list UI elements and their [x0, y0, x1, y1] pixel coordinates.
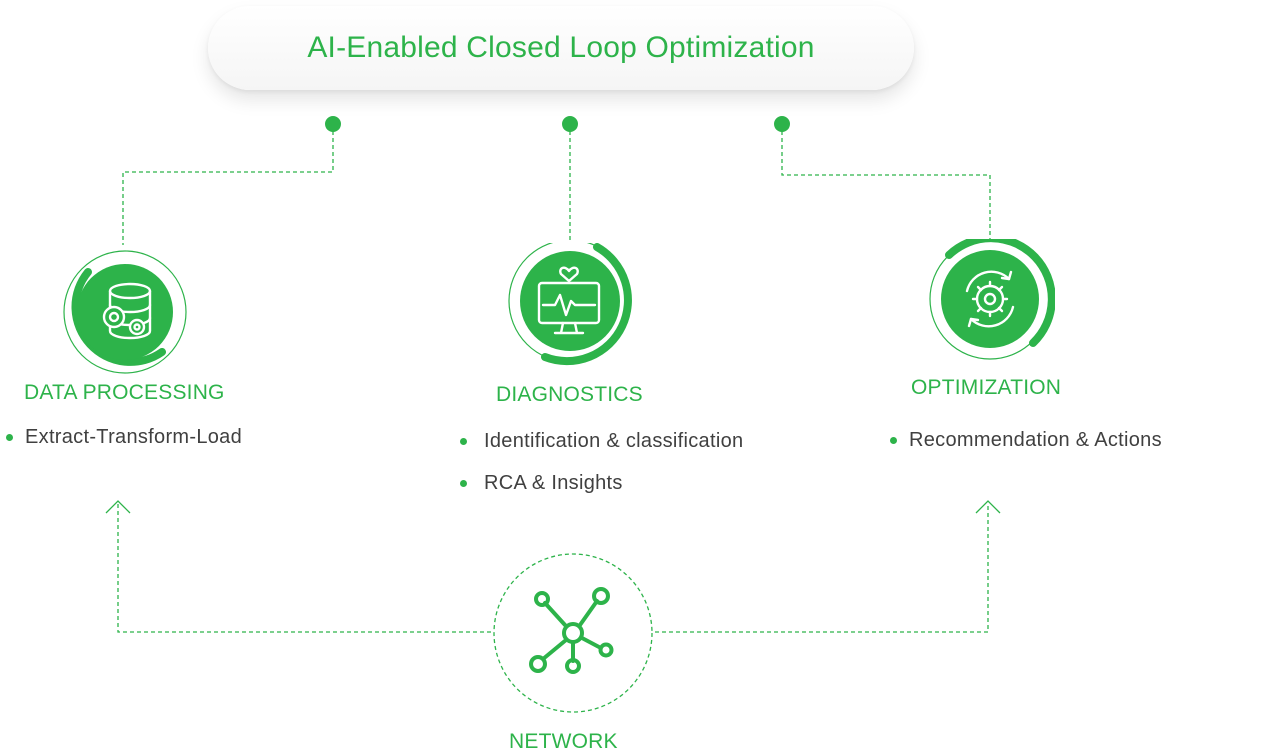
diagnostics-badge	[505, 243, 635, 373]
bullet-dot	[890, 437, 897, 444]
arrowhead-optimization	[975, 500, 1001, 514]
connector-node-left	[325, 116, 341, 132]
list-item: Identification & classification	[460, 430, 743, 453]
stage-heading-optimization: OPTIMIZATION	[911, 376, 1062, 399]
monitor-heartbeat-icon	[537, 266, 601, 335]
bullet-dot	[6, 434, 13, 441]
network-nodes-icon	[529, 587, 614, 674]
data-processing-badge	[60, 247, 190, 377]
bullet-text: Recommendation & Actions	[909, 429, 1162, 451]
diagram-title: AI-Enabled Closed Loop Optimization	[307, 31, 815, 64]
connector-node-right	[774, 116, 790, 132]
connector-network-to-optimization	[655, 503, 989, 633]
gear-cycle-icon	[965, 270, 1015, 328]
title-banner: AI-Enabled Closed Loop Optimization	[208, 6, 914, 90]
list-item: Recommendation & Actions	[890, 429, 1162, 452]
connector-title-to-optimization	[781, 124, 991, 243]
bullet-text: Extract-Transform-Load	[25, 426, 243, 448]
connector-network-to-data-processing	[117, 503, 491, 633]
bullet-text: RCA & Insights	[484, 472, 623, 494]
list-item: RCA & Insights	[460, 472, 623, 495]
bullet-dot	[460, 480, 467, 487]
connector-node-center	[562, 116, 578, 132]
bullet-text: Identification & classification	[484, 430, 744, 452]
optimization-badge	[925, 239, 1055, 369]
bullet-dot	[460, 438, 467, 445]
list-item: Extract-Transform-Load	[6, 426, 242, 449]
connector-title-to-data-processing	[122, 124, 334, 245]
network-badge	[491, 551, 655, 715]
arrowhead-data-processing	[105, 500, 131, 514]
network-label: NETWORK	[509, 730, 618, 753]
stage-heading-data-processing: DATA PROCESSING	[24, 381, 225, 404]
database-gears-icon	[102, 282, 152, 340]
stage-heading-diagnostics: DIAGNOSTICS	[496, 383, 643, 406]
